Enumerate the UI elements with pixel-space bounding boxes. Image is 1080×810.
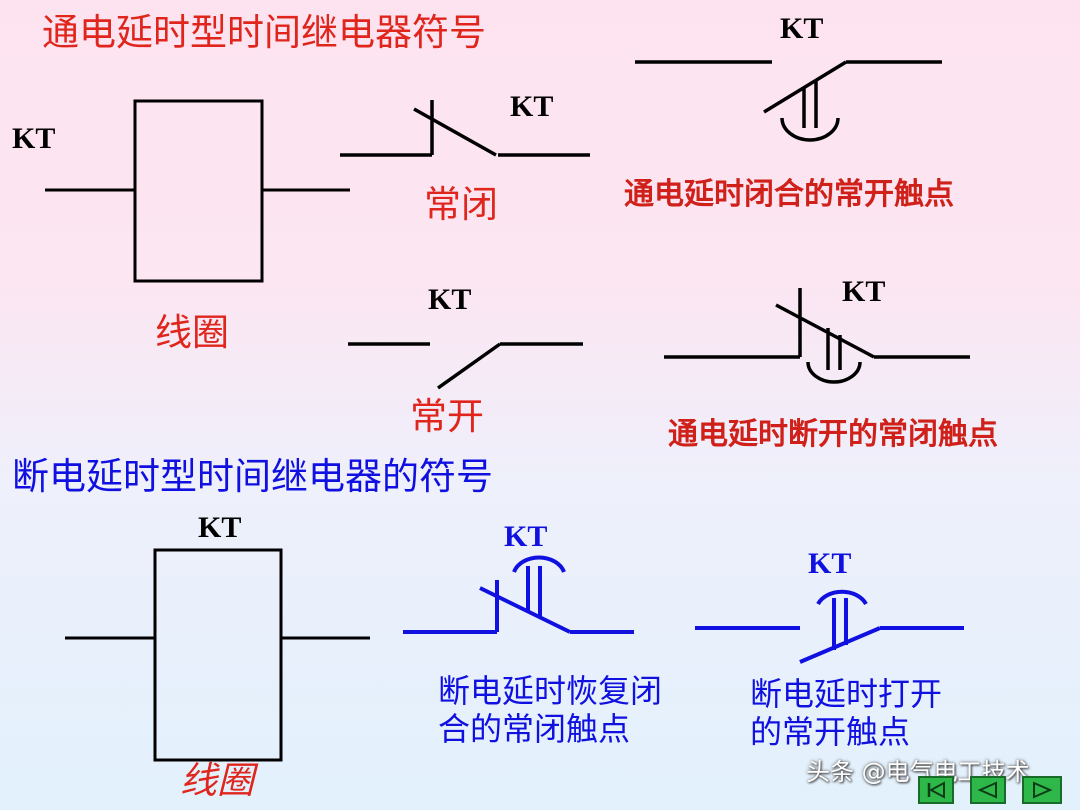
label-off-delay-nc-line1: 断电延时恢复闭 bbox=[438, 672, 663, 710]
nc-contact-symbol bbox=[340, 100, 590, 157]
label-on-delay-nc: 通电延时断开的常闭触点 bbox=[668, 417, 998, 452]
nav-first-icon bbox=[927, 781, 945, 799]
label-no: 常开 bbox=[410, 395, 484, 438]
kt-label-no: KT bbox=[428, 283, 472, 316]
label-coil-bottom: 线圈 bbox=[180, 759, 254, 802]
label-coil-top: 线圈 bbox=[155, 311, 229, 354]
coil-symbol-bottom bbox=[65, 548, 370, 762]
on-delay-nc-contact-symbol bbox=[664, 288, 970, 384]
label-on-delay-no: 通电延时闭合的常开触点 bbox=[624, 177, 954, 212]
kt-label-off-delay-no: KT bbox=[808, 547, 852, 580]
kt-label-coil-bottom: KT bbox=[198, 511, 242, 544]
kt-label-off-delay-nc: KT bbox=[504, 520, 548, 553]
nav-next-button[interactable] bbox=[1022, 776, 1062, 804]
off-delay-no-contact-symbol bbox=[695, 589, 964, 664]
label-off-delay-nc: 断电延时恢复闭 合的常闭触点 bbox=[438, 672, 662, 749]
kt-label-nc: KT bbox=[510, 90, 554, 123]
no-contact-symbol bbox=[348, 342, 583, 390]
title-off-delay: 断电延时型时间继电器的符号 bbox=[12, 455, 493, 498]
kt-label-coil-top: KT bbox=[12, 122, 56, 155]
kt-label-on-delay-nc: KT bbox=[842, 275, 886, 308]
label-off-delay-no-line1: 断电延时打开 bbox=[750, 675, 943, 713]
nav-next-icon bbox=[1033, 781, 1053, 799]
label-off-delay-no: 断电延时打开 的常开触点 bbox=[750, 675, 942, 752]
on-delay-no-contact-symbol bbox=[635, 60, 942, 142]
kt-label-on-delay-no: KT bbox=[780, 12, 824, 45]
label-nc: 常闭 bbox=[424, 183, 498, 226]
title-on-delay: 通电延时型时间继电器符号 bbox=[42, 11, 486, 54]
coil-symbol-top bbox=[45, 99, 350, 283]
nav-prev-button[interactable] bbox=[970, 776, 1006, 804]
label-off-delay-no-line2: 的常开触点 bbox=[750, 713, 911, 752]
nav-first-button[interactable] bbox=[918, 776, 954, 804]
nav-prev-icon bbox=[977, 781, 997, 799]
label-off-delay-nc-line2: 合的常闭触点 bbox=[438, 710, 631, 749]
off-delay-nc-contact-symbol bbox=[403, 555, 634, 634]
